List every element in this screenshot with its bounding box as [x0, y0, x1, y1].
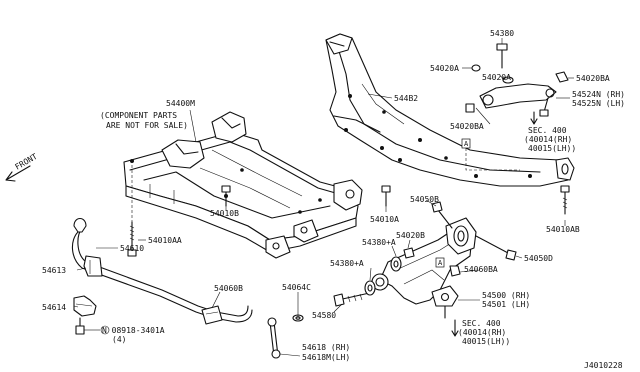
label-54525n: 54525N (LH) — [572, 99, 625, 108]
label-component-note-1: (COMPONENT PARTS — [100, 111, 177, 120]
bolt-54010aa — [127, 160, 137, 257]
label-54501: 54501 (LH) — [482, 300, 530, 309]
label-sec400-top: SEC. 400 — [528, 126, 567, 135]
upper-link — [479, 83, 557, 117]
bolt-54050b — [431, 201, 453, 229]
label-sec400-top-lh: 40015(LH)) — [528, 144, 576, 153]
sec400-bottom-arrow — [451, 319, 459, 337]
label-54500: 54500 (RH) — [482, 291, 530, 300]
label-54020b: 54020B — [396, 231, 425, 240]
nut-54020ba-left — [465, 103, 475, 113]
svg-text:A: A — [464, 140, 469, 148]
nut-54020ba-right — [555, 71, 569, 83]
member-stay — [325, 33, 575, 187]
label-54020ba-left: 54020BA — [450, 122, 484, 131]
bolt-54010b — [221, 185, 231, 207]
marker-a-top: A — [461, 138, 471, 149]
label-54524n: 54524N (RH) — [572, 90, 625, 99]
label-54020a-top: 54020A — [430, 64, 459, 73]
suspension-member — [123, 111, 363, 259]
label-54010a: 54010A — [370, 215, 399, 224]
bolt-54020b — [403, 247, 415, 259]
label-54614: 54614 — [42, 303, 66, 312]
bushing-54060b — [201, 305, 223, 325]
label-54010ab: 54010AB — [546, 225, 580, 234]
label-54380a-lower: 54380+A — [330, 259, 364, 268]
diagram-id: J4010228 — [584, 361, 623, 370]
bolt-54050d — [475, 235, 517, 261]
washer-54020a-top — [471, 64, 481, 72]
label-54618m: 54618M(LH) — [302, 353, 350, 362]
label-08918: N 08918-3401A — [102, 326, 165, 335]
label-component-note-2: ARE NOT FOR SALE) — [106, 121, 188, 130]
bolt-54010ab — [560, 185, 570, 215]
circle-n-mark — [100, 325, 110, 335]
label-54380a-upper: 54380+A — [362, 238, 396, 247]
label-54580: 54580 — [312, 311, 336, 320]
label-54064c: 54064C — [282, 283, 311, 292]
label-54020a-mid: 54020A — [482, 73, 511, 82]
label-54400m: 54400M — [166, 99, 195, 108]
label-sec400-bottom-rh: (40014(RH) — [458, 328, 506, 337]
bolt-08918 — [75, 317, 85, 335]
washer-54020a-mid — [502, 76, 514, 84]
label-54020ba-right: 54020BA — [576, 74, 610, 83]
bolt-54380 — [496, 43, 508, 69]
transverse-link — [371, 217, 477, 319]
connecting-rod-54618 — [267, 317, 281, 359]
label-sec400-bottom-lh: 40015(LH)) — [462, 337, 510, 346]
label-54610: 54610 — [120, 244, 144, 253]
stabilizer-bar — [71, 217, 253, 323]
bushing-54613 — [83, 255, 103, 277]
dash-link-a — [465, 148, 520, 171]
label-544b2: 544B2 — [394, 94, 418, 103]
label-54050b: 54050B — [410, 195, 439, 204]
label-54010aa: 54010AA — [148, 236, 182, 245]
label-sec400-bottom: SEC. 400 — [462, 319, 501, 328]
bracket-54614 — [73, 295, 97, 317]
bolt-54010a — [381, 185, 391, 207]
label-54060b: 54060B — [214, 284, 243, 293]
sec400-top-arrow — [530, 111, 538, 125]
label-54613: 54613 — [42, 266, 66, 275]
marker-a-bottom: A — [435, 257, 445, 268]
svg-text:A: A — [438, 259, 443, 267]
label-54010b: 54010B — [210, 209, 239, 218]
label-54618: 54618 (RH) — [302, 343, 350, 352]
label-54050d: 54050D — [524, 254, 553, 263]
label-08918-qty: (4) — [112, 335, 126, 344]
label-sec400-top-rh: (40014(RH) — [524, 135, 572, 144]
label-54060ba: 54060BA — [464, 265, 498, 274]
front-arrow: FRONT — [5, 152, 39, 182]
washers-54380a — [364, 256, 402, 296]
nut-54060ba — [449, 265, 461, 277]
leader-lines — [73, 38, 574, 357]
label-54380: 54380 — [490, 29, 514, 38]
